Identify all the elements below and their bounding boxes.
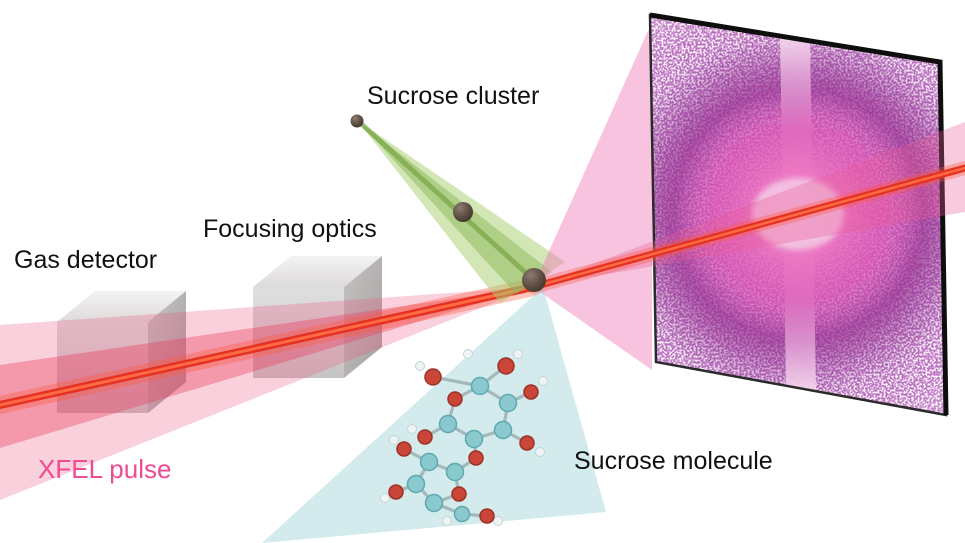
cluster-droplet-medium — [453, 202, 473, 222]
cluster-droplet-small — [350, 114, 364, 128]
beam-outer-wedge — [0, 287, 533, 500]
cube-top-face — [57, 291, 186, 322]
cube-top-face — [253, 256, 382, 287]
beam-mid-wedge — [0, 287, 533, 448]
gas-detector-label: Gas detector — [14, 246, 158, 274]
xfel-pulse-label: XFEL pulse — [38, 454, 172, 484]
xfel-beam-right — [526, 122, 965, 294]
xfel-beam-left — [0, 278, 542, 500]
molecule-oxygen-atoms — [388, 357, 539, 524]
beam-right-highlight — [531, 166, 965, 289]
cube-front-face — [253, 287, 344, 378]
beam-core-highlight — [0, 285, 535, 407]
sucrose-cluster-label: Sucrose cluster — [367, 82, 540, 110]
cluster-droplet-focus — [522, 268, 546, 292]
scattering-cone — [533, 22, 652, 370]
focusing-optics-cube — [253, 256, 382, 378]
sucrose-molecule-label: Sucrose molecule — [574, 447, 773, 475]
molecule-hydrogen-atoms — [380, 349, 548, 526]
jet-axis-line — [354, 117, 539, 285]
cube-side-face — [148, 291, 186, 413]
beam-right-band — [533, 122, 965, 287]
focusing-optics-label: Focusing optics — [203, 215, 377, 243]
detector-edge-shadow — [649, 12, 949, 416]
molecule-carbon-atoms — [406, 376, 518, 523]
cube-side-face — [344, 256, 382, 378]
sucrose-cluster-jet — [350, 114, 565, 303]
sucrose-molecule-illustration — [380, 349, 548, 526]
